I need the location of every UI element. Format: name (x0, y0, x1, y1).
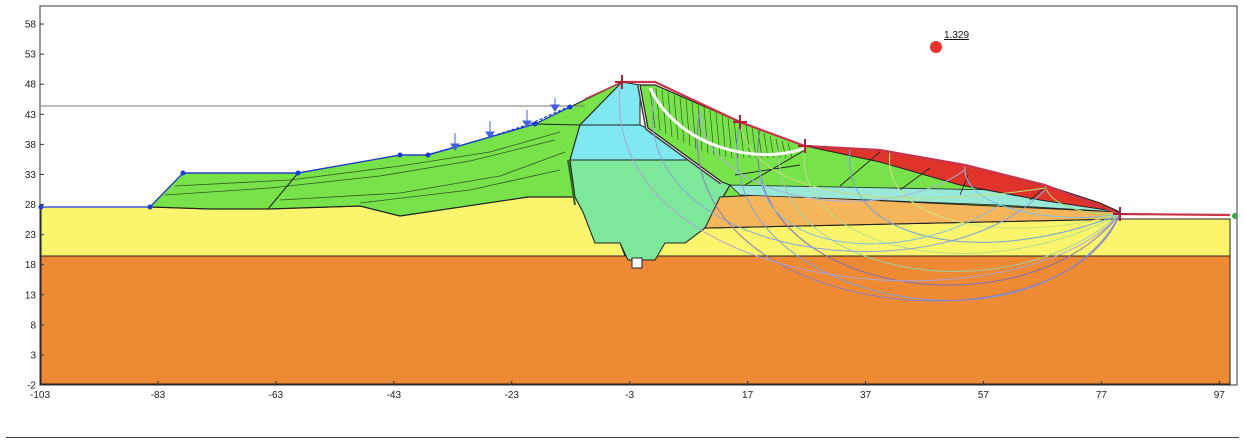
shell-layer-line (164, 139, 556, 196)
y-tick-label: 13 (25, 290, 37, 301)
y-tick-label: 23 (25, 230, 37, 241)
bottom-divider (6, 437, 1239, 438)
shell-zone-boundary (534, 123, 581, 126)
core-tip (631, 257, 643, 269)
shell-layer-line (279, 151, 566, 201)
water-pressure-arrows (450, 98, 560, 151)
x-tick-label: -63 (269, 390, 284, 401)
slip-center-marker (930, 41, 942, 53)
water-table-points (38, 104, 573, 210)
y-tick-label: 53 (25, 50, 37, 61)
x-tick-label: -3 (625, 390, 634, 401)
shell-layer-line (174, 131, 561, 187)
foundation-layer (40, 255, 1231, 385)
y-tick-label: 33 (25, 170, 37, 181)
drain-line (567, 159, 576, 206)
y-tick-label: 43 (25, 110, 37, 121)
x-tick-label: -83 (151, 390, 166, 401)
x-tick-label: 77 (1096, 390, 1108, 401)
x-tick-label: 37 (860, 390, 872, 401)
y-tick-label: 18 (25, 260, 37, 271)
x-axis: -103 -83 -63 -43 -23 -3 17 37 57 77 97 (30, 381, 1225, 401)
y-tick-label: 48 (25, 80, 37, 91)
critical-slip-surface (648, 87, 806, 156)
crest-surface-profile (622, 80, 1231, 217)
x-tick-label: -43 (387, 390, 402, 401)
trial-slip-arcs (618, 84, 1121, 302)
x-tick-label: -103 (30, 390, 50, 401)
y-tick-label: 8 (30, 320, 36, 331)
y-tick-label: 38 (25, 140, 37, 151)
slice-boundaries (734, 149, 1046, 201)
x-tick-label: 57 (978, 390, 990, 401)
boundary-marker (1232, 213, 1238, 219)
y-tick-label: 58 (25, 20, 37, 31)
y-axis: 58 53 48 43 38 33 28 23 18 13 8 3 -2 (25, 20, 44, 392)
water-table (41, 106, 571, 208)
y-tick-label: 3 (30, 350, 36, 361)
factor-of-safety-label: 1.329 (944, 30, 969, 41)
x-tick-label: 97 (1214, 390, 1226, 401)
y-tick-label: -2 (27, 381, 36, 392)
shell-zone-boundary (267, 172, 299, 210)
shell-layer-line (359, 169, 561, 204)
surface-markers (615, 75, 1127, 221)
y-tick-label: 28 (25, 200, 37, 211)
x-tick-label: -23 (504, 390, 519, 401)
x-tick-label: 17 (742, 390, 754, 401)
crest-surface-edge (584, 81, 623, 100)
